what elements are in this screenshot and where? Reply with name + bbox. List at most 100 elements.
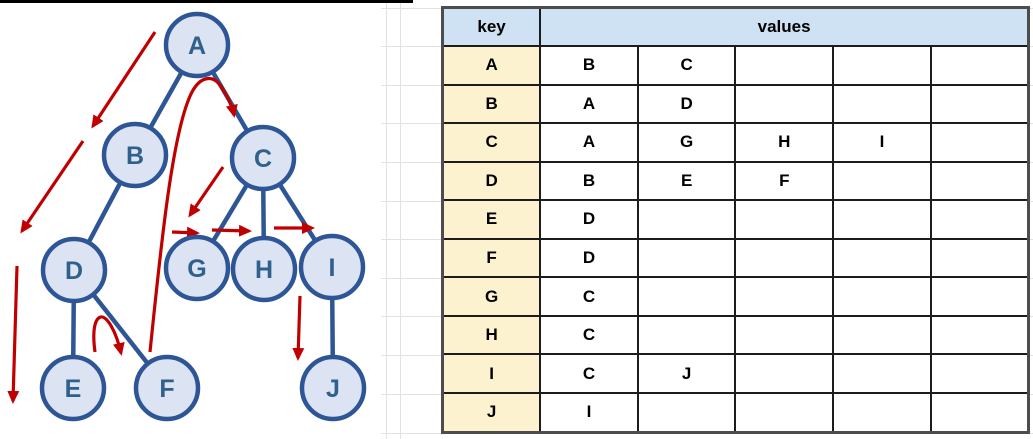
key-cell: H bbox=[441, 314, 542, 356]
value-cell bbox=[929, 199, 1030, 240]
key-cell: C bbox=[441, 122, 542, 163]
key-cell: A bbox=[441, 45, 542, 86]
value-cell bbox=[734, 83, 835, 125]
gridline bbox=[400, 3, 401, 439]
value-cell bbox=[734, 199, 835, 240]
key-cell: G bbox=[441, 276, 542, 317]
node-label: A bbox=[188, 32, 206, 60]
value-cell bbox=[832, 160, 932, 202]
value-cell bbox=[636, 314, 737, 356]
value-cell: I bbox=[832, 122, 932, 163]
values-header: values bbox=[539, 6, 1030, 47]
node-label: G bbox=[187, 255, 206, 283]
traversal-arrow-b-to-d bbox=[20, 140, 85, 234]
key-cell: E bbox=[441, 199, 542, 240]
value-cell bbox=[636, 199, 737, 240]
value-cell: A bbox=[539, 83, 639, 125]
value-cell: C bbox=[636, 45, 737, 86]
value-cell: D bbox=[636, 83, 737, 125]
value-cell bbox=[832, 353, 932, 394]
key-cell: F bbox=[441, 237, 542, 279]
value-cell bbox=[929, 45, 1030, 86]
node-label: D bbox=[65, 257, 83, 285]
value-cell: D bbox=[539, 237, 639, 279]
value-cell bbox=[734, 314, 835, 356]
gridline bbox=[386, 3, 387, 439]
traversal-arrow-d-to-e bbox=[7, 265, 20, 404]
value-cell bbox=[636, 276, 737, 317]
value-cell bbox=[832, 83, 932, 125]
value-cell: G bbox=[636, 122, 737, 163]
value-cell bbox=[734, 276, 835, 317]
value-cell: H bbox=[734, 122, 835, 163]
traversal-arrow-c-to-g bbox=[188, 166, 225, 218]
value-cell bbox=[929, 353, 1030, 394]
value-cell bbox=[929, 237, 1030, 279]
node-label: C bbox=[254, 145, 272, 173]
value-cell: A bbox=[539, 122, 639, 163]
top-edge-bar bbox=[0, 0, 413, 3]
value-cell: B bbox=[539, 45, 639, 86]
graph-node-E: E bbox=[39, 354, 107, 422]
value-cell: E bbox=[636, 160, 737, 202]
traversal-arrow-e-to-f bbox=[92, 315, 125, 356]
key-cell: B bbox=[441, 83, 542, 125]
value-cell bbox=[832, 199, 932, 240]
value-cell bbox=[929, 314, 1030, 356]
graph-node-C: C bbox=[229, 124, 297, 192]
node-label: B bbox=[126, 142, 144, 170]
traversal-arrow-f-to-c bbox=[148, 77, 238, 353]
node-label: H bbox=[255, 256, 273, 284]
value-cell bbox=[636, 237, 737, 279]
value-cell bbox=[929, 83, 1030, 125]
graph-node-F: F bbox=[133, 354, 201, 422]
graph-diagram: A B C D G H I E F J bbox=[0, 0, 381, 439]
value-cell bbox=[929, 276, 1030, 317]
graph-node-A: A bbox=[163, 11, 231, 79]
value-cell: D bbox=[539, 199, 639, 240]
graph-node-J: J bbox=[299, 354, 367, 422]
traversal-arrow-a-to-b bbox=[91, 31, 157, 129]
value-cell bbox=[832, 391, 932, 434]
value-cell bbox=[832, 314, 932, 356]
graph-node-B: B bbox=[101, 121, 169, 189]
graph-node-D: D bbox=[40, 236, 108, 304]
value-cell: C bbox=[539, 353, 639, 394]
value-cell bbox=[832, 45, 932, 86]
value-cell bbox=[929, 122, 1030, 163]
key-cell: D bbox=[441, 160, 542, 202]
value-cell: C bbox=[539, 314, 639, 356]
traversal-arrow-g-to-h bbox=[211, 224, 252, 237]
graph-node-I: I bbox=[298, 233, 366, 301]
value-cell bbox=[929, 160, 1030, 202]
value-cell bbox=[734, 45, 835, 86]
value-cell bbox=[734, 237, 835, 279]
value-cell bbox=[636, 391, 737, 434]
value-cell: C bbox=[539, 276, 639, 317]
key-cell: I bbox=[441, 353, 542, 394]
value-cell: J bbox=[636, 353, 737, 394]
value-cell bbox=[734, 391, 835, 434]
value-cell: F bbox=[734, 160, 835, 202]
value-cell: B bbox=[539, 160, 639, 202]
value-cell: I bbox=[539, 391, 639, 434]
node-label: F bbox=[159, 375, 174, 403]
traversal-arrow-into-g bbox=[171, 226, 200, 239]
node-label: I bbox=[329, 254, 336, 282]
graph-svg: A B C D G H I E F J bbox=[0, 0, 381, 439]
node-label: J bbox=[326, 375, 340, 403]
key-header: key bbox=[441, 6, 542, 47]
graph-node-G: G bbox=[163, 234, 231, 302]
node-label: E bbox=[65, 375, 82, 403]
